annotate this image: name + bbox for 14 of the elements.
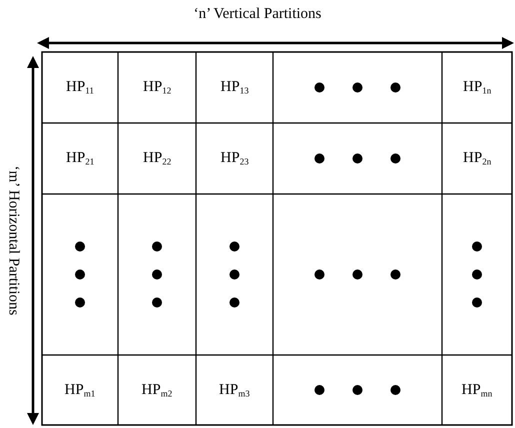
cell-label: HP$_{m2}$ [142, 382, 172, 398]
cell-label: HP$_{23}$ [220, 150, 249, 167]
cell-label: HP$_{11}$ [66, 79, 94, 96]
cell-label: HP$_{m3}$ [219, 382, 250, 398]
axis-title: ‘m’ Horizontal Partitions [4, 165, 22, 315]
axis-title: ‘n’ Vertical Partitions [192, 6, 322, 23]
cell-label: HP$_{21}$ [66, 150, 94, 167]
cell-label: HP$_{m1}$ [64, 382, 96, 398]
cell-label: HP$_{2n}$ [463, 150, 492, 167]
cell-label: HP$_{22}$ [143, 150, 172, 167]
cell-label: HP$_{1n}$ [463, 79, 492, 96]
cell-label: HP$_{mn}$ [462, 382, 492, 398]
cell-label: HP$_{12}$ [143, 79, 172, 96]
cell-label: HP$_{13}$ [220, 79, 249, 96]
